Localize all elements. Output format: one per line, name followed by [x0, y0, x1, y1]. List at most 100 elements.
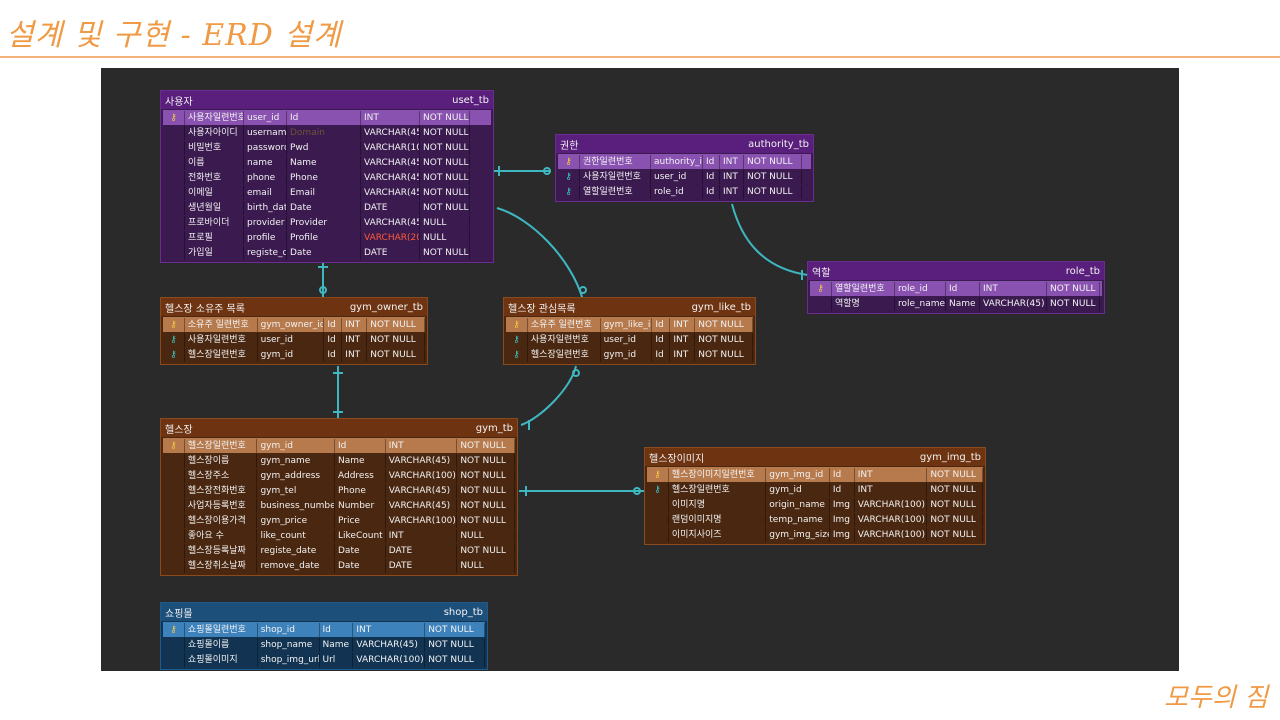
- key-slot: [163, 637, 185, 652]
- key-slot: [163, 245, 185, 260]
- key-slot: [163, 558, 185, 573]
- column-label: 이름: [185, 155, 244, 170]
- entity-header: 헬스장 관심목록 gym_like_tb: [504, 298, 755, 316]
- column-col: remove_date: [257, 558, 335, 573]
- column-alias: Url: [320, 652, 354, 667]
- foreign-key-icon: ⚷: [506, 347, 528, 362]
- column-label: 역할명: [832, 296, 895, 311]
- column-alias: Number: [335, 498, 386, 513]
- entity-name: 헬스장 관심목록: [508, 303, 576, 315]
- column-null: NOT NULL: [367, 347, 425, 362]
- key-slot: [163, 528, 185, 543]
- key-slot: [163, 543, 185, 558]
- column-col: user_id: [244, 110, 287, 125]
- entity-code: gym_owner_tb: [349, 301, 423, 313]
- column-null: NOT NULL: [457, 543, 515, 558]
- column-alias: Phone: [287, 170, 361, 185]
- column-alias: Name: [320, 637, 354, 652]
- relationship-lines: [318, 166, 809, 496]
- foreign-key-icon: ⚷: [558, 184, 580, 199]
- primary-key-icon: ⚷: [506, 317, 528, 332]
- column-type: INT: [720, 169, 744, 184]
- column-alias: Name: [946, 296, 980, 311]
- primary-key-icon: ⚷: [163, 438, 185, 453]
- column-row[interactable]: 사용자아이디usernameDomainVARCHAR(45)NOT NULL: [163, 125, 491, 140]
- entity-header: 역할 role_tb: [808, 262, 1104, 280]
- column-alias: Date: [287, 245, 361, 260]
- column-label: 프로바이더: [185, 215, 244, 230]
- column-col: business_number: [257, 498, 335, 513]
- column-label: 생년월일: [185, 200, 244, 215]
- column-null: NOT NULL: [420, 155, 470, 170]
- column-label: 프로필: [185, 230, 244, 245]
- column-type: DATE: [361, 200, 420, 215]
- key-slot: [163, 170, 185, 185]
- column-alias: Provider: [287, 215, 361, 230]
- column-col: gym_id: [766, 482, 830, 497]
- primary-key-icon: ⚷: [810, 281, 832, 296]
- column-label: 사용자일련번호: [580, 169, 651, 184]
- column-type: INT: [386, 438, 458, 453]
- column-col: role_id: [895, 281, 946, 296]
- column-type: VARCHAR(45): [361, 215, 420, 230]
- slide-title: 설계 및 구현 - ERD 설계: [6, 18, 342, 53]
- entity-header: 헬스장이미지 gym_img_tb: [645, 448, 985, 466]
- key-slot: [163, 498, 185, 513]
- key-slot: [163, 155, 185, 170]
- column-label: 열할일련번호: [580, 184, 651, 199]
- column-label: 사용자일련번호: [528, 332, 601, 347]
- column-type: INT: [386, 528, 458, 543]
- column-null: NOT NULL: [420, 125, 470, 140]
- column-type: VARCHAR(45): [386, 498, 458, 513]
- column-label: 랜덤이미지명: [669, 512, 767, 527]
- entity-header: 헬스장 gym_tb: [161, 419, 517, 437]
